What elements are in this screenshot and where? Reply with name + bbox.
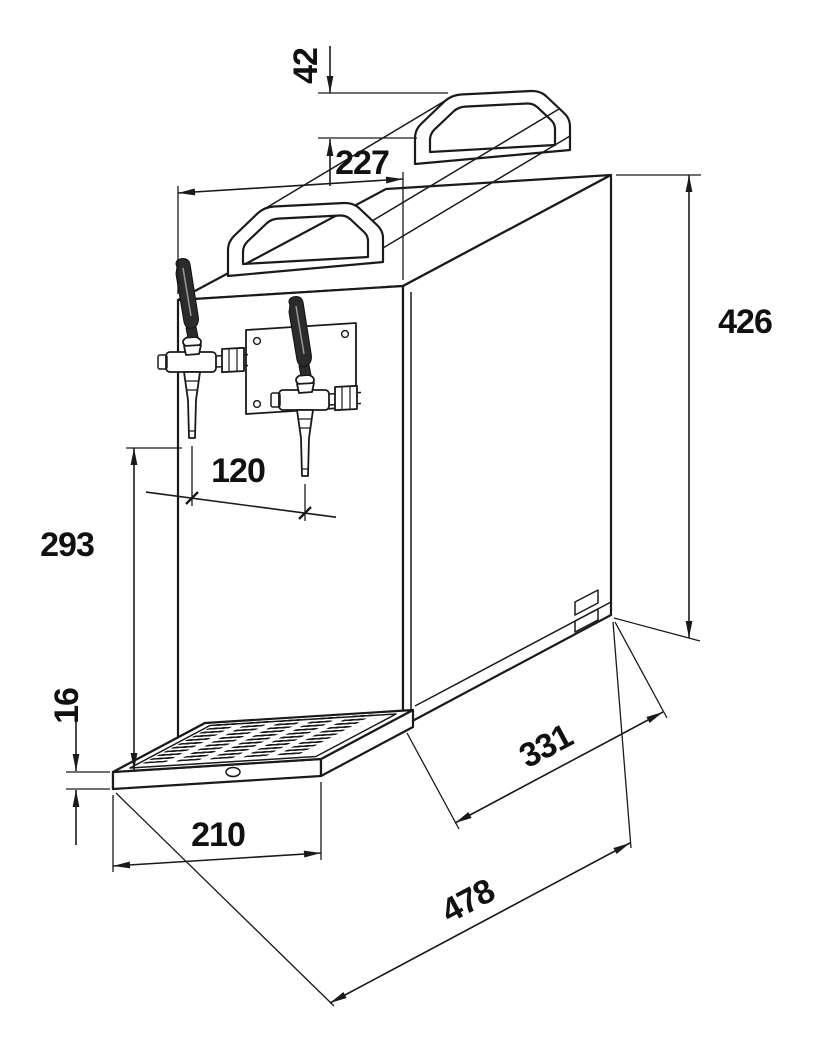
dim-handle-height-label: 42 bbox=[287, 48, 325, 84]
dim-tap-spacing-label: 120 bbox=[211, 452, 265, 490]
dim-body-height: 426 bbox=[613, 174, 773, 642]
dim-overall-depth-label: 478 bbox=[435, 872, 500, 931]
dim-top-width: 227 bbox=[177, 144, 404, 294]
dim-handle-height: 42 bbox=[287, 46, 448, 186]
dim-tray-width: 210 bbox=[112, 782, 322, 872]
dim-top-width-label: 227 bbox=[335, 144, 389, 182]
dim-tray-width-label: 210 bbox=[191, 816, 245, 854]
tray-grille bbox=[136, 712, 388, 764]
dim-body-height-label: 426 bbox=[718, 303, 772, 341]
handle-back-arch bbox=[413, 89, 572, 166]
dim-body-depth-label: 331 bbox=[513, 717, 578, 776]
dim-tap-spacing: 120 bbox=[145, 446, 337, 521]
side-vent-cutout bbox=[574, 589, 599, 633]
dim-tray-height: 16 bbox=[48, 688, 110, 845]
dim-tray-height-label: 16 bbox=[48, 688, 86, 724]
drip-tray bbox=[111, 708, 415, 791]
dim-tap-to-tray: 293 bbox=[40, 447, 182, 770]
body-side-face bbox=[401, 173, 613, 728]
dim-tap-to-tray-label: 293 bbox=[40, 526, 94, 564]
tray-drain-hole bbox=[225, 766, 241, 778]
